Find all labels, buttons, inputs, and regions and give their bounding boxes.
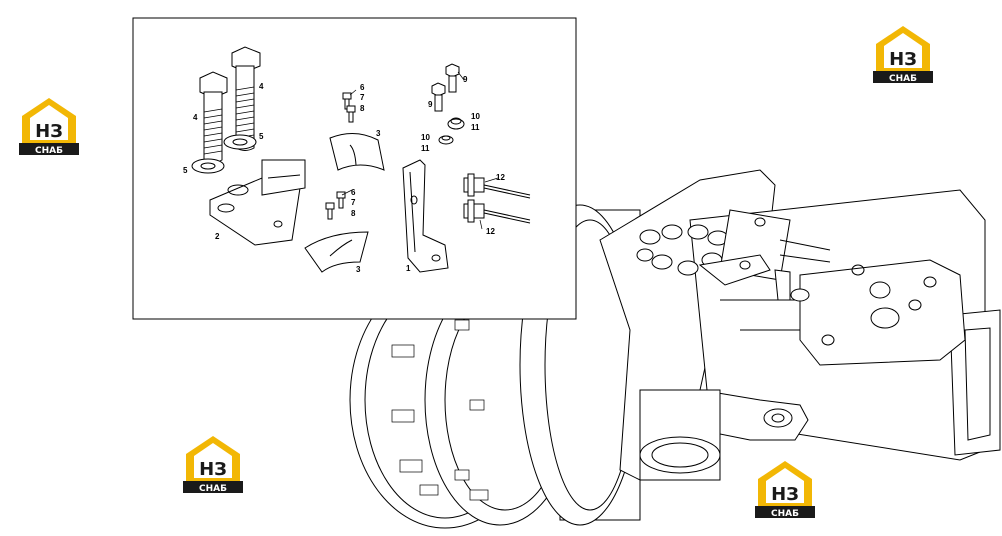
callout-12: 12 <box>486 227 495 236</box>
callout-8: 8 <box>351 209 356 218</box>
callout-8: 8 <box>360 104 365 113</box>
part-3-shims <box>304 133 385 273</box>
part-1-l-bracket <box>402 159 449 273</box>
logo-caption: СНАБ <box>771 509 799 519</box>
callout-7: 7 <box>360 93 365 102</box>
watermark-logo: НЗ СНАБ <box>872 24 934 89</box>
logo-mark: НЗ <box>771 484 799 505</box>
callout-12: 12 <box>496 173 505 182</box>
axle-assembly <box>349 169 1001 529</box>
logo-caption: СНАБ <box>199 484 227 494</box>
callout-5: 5 <box>183 166 188 175</box>
callout-11: 11 <box>471 123 480 132</box>
watermark-logo: НЗ СНАБ <box>754 459 816 524</box>
callout-9: 9 <box>463 75 468 84</box>
callout-labels: 1 2 3 3 4 4 5 5 6 7 8 6 7 8 9 9 10 11 10… <box>183 75 505 274</box>
callout-4: 4 <box>193 113 198 122</box>
callout-9: 9 <box>428 100 433 109</box>
watermark-logo: НЗ СНАБ <box>182 434 244 499</box>
callout-10: 10 <box>421 133 430 142</box>
callout-5: 5 <box>259 132 264 141</box>
exploded-parts-inset: 1 2 3 3 4 4 5 5 6 7 8 6 7 8 9 9 10 11 10… <box>132 17 577 320</box>
watermark-logo: НЗ СНАБ <box>18 96 80 161</box>
callout-4: 4 <box>259 82 264 91</box>
callout-2: 2 <box>215 232 220 241</box>
part-10-11-nuts <box>438 117 465 145</box>
callout-3: 3 <box>356 265 361 274</box>
logo-mark: НЗ <box>199 459 227 480</box>
logo-mark: НЗ <box>889 49 917 70</box>
part-9-bolts <box>431 63 460 112</box>
callout-3: 3 <box>376 129 381 138</box>
callout-7: 7 <box>351 198 356 207</box>
callout-10: 10 <box>471 112 480 121</box>
part-2-bracket <box>209 159 306 246</box>
part-12-sensors <box>463 173 531 224</box>
callout-11: 11 <box>421 144 430 153</box>
callout-1: 1 <box>406 264 411 273</box>
logo-mark: НЗ <box>35 121 63 142</box>
logo-caption: СНАБ <box>35 146 63 156</box>
callout-6: 6 <box>360 83 365 92</box>
part-5-washers <box>191 134 257 174</box>
logo-caption: СНАБ <box>889 74 917 84</box>
callout-6: 6 <box>351 188 356 197</box>
part-6-7-8-screws <box>325 92 356 220</box>
